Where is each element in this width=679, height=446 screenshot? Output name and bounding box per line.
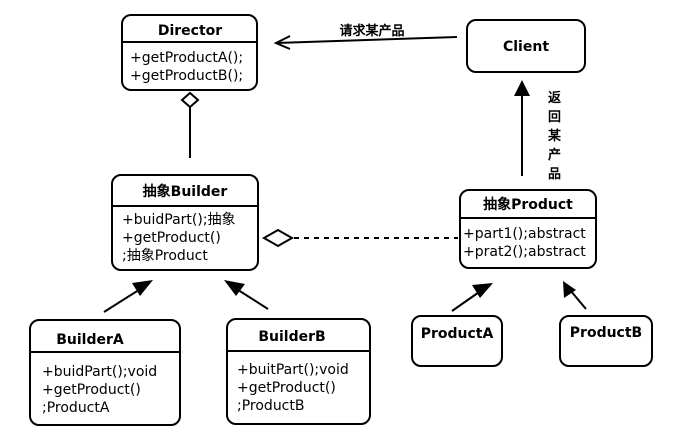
abstract-builder-member: +buidPart();抽象 [122, 212, 236, 228]
builder-a-inheritance [103, 280, 153, 313]
client-title: Client [503, 39, 549, 55]
builder-a-class[interactable]: BuilderA +buidPart();void +getProduct() … [29, 319, 181, 426]
builder-a-member: +getProduct() [42, 382, 141, 398]
request-label: 请求某产品 [339, 23, 404, 39]
product-b-title: ProductB [570, 325, 642, 341]
product-a-title: ProductA [421, 326, 494, 342]
product-a-inheritance [451, 283, 493, 312]
abstract-product-class[interactable]: 抽象Product +part1();abstract +prat2();abs… [459, 189, 597, 269]
builder-b-title: BuilderB [258, 329, 325, 345]
abstract-builder-member: +getProduct() [122, 230, 221, 246]
return-label-char: 回 [548, 110, 561, 125]
return-label-char: 产 [548, 147, 561, 163]
builder-b-member: ;ProductB [237, 398, 304, 414]
builder-b-member: +getProduct() [237, 380, 336, 396]
builder-a-title: BuilderA [56, 332, 124, 348]
director-title: Director [158, 23, 222, 39]
return-label-char: 返 [548, 91, 561, 106]
director-class[interactable]: Director +getProductA(); +getProductB(); [121, 14, 258, 91]
client-class[interactable]: Client [466, 19, 586, 73]
return-arrow: 返 回 某 产 品 [514, 80, 562, 182]
product-b-inheritance [563, 281, 587, 310]
builder-b-class[interactable]: BuilderB +buitPart();void +getProduct() … [226, 318, 371, 425]
abstract-product-title: 抽象Product [483, 196, 573, 213]
return-label-char: 某 [547, 128, 562, 144]
abstract-builder-class[interactable]: 抽象Builder +buidPart();抽象 +getProduct() ;… [111, 174, 259, 271]
builder-product-aggregation [261, 228, 458, 248]
product-a-class[interactable]: ProductA [411, 315, 503, 367]
abstract-builder-title: 抽象Builder [143, 183, 228, 200]
director-builder-aggregation [180, 91, 200, 158]
builder-a-member: +buidPart();void [42, 364, 157, 380]
director-member: +getProductB(); [130, 68, 243, 84]
director-member: +getProductA(); [130, 50, 243, 66]
return-label-char: 品 [548, 167, 561, 182]
abstract-product-member: +prat2();abstract [463, 244, 586, 260]
abstract-product-member: +part1();abstract [463, 226, 586, 242]
builder-b-inheritance [224, 280, 269, 310]
abstract-builder-member: ;抽象Product [122, 248, 208, 264]
product-b-class[interactable]: ProductB [559, 315, 653, 367]
request-arrow: 请求某产品 [273, 23, 458, 50]
builder-b-member: +buitPart();void [237, 362, 349, 378]
builder-a-member: ;ProductA [42, 400, 110, 416]
